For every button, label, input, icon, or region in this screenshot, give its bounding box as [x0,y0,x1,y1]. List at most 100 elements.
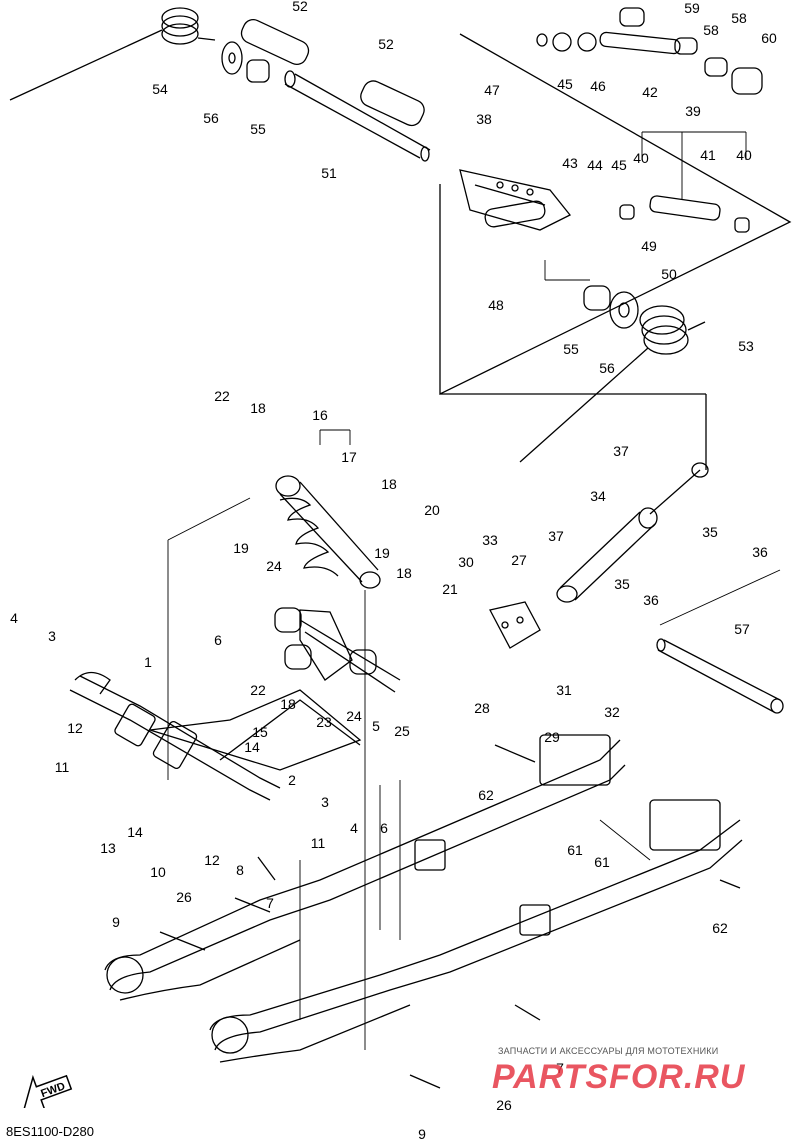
part-label-26b: 26 [496,1097,512,1113]
part-label-34: 34 [590,488,606,504]
part-label-22: 22 [214,388,230,404]
part-label-38: 38 [476,111,492,127]
part-label-61: 61 [567,842,583,858]
bolts [159,744,741,1089]
part-label-53: 53 [738,338,754,354]
part-label-43: 43 [562,155,578,171]
part-label-62b: 62 [712,920,728,936]
part-label-41: 41 [700,147,716,163]
part-label-3b: 3 [321,794,329,810]
part-label-51: 51 [321,165,337,181]
part-label-19b: 19 [374,545,390,561]
part-label-47: 47 [484,82,500,98]
part-label-17: 17 [341,449,357,465]
part-label-27: 27 [511,552,527,568]
part-label-14b: 14 [127,824,143,840]
part-label-58b: 58 [731,10,747,26]
part-label-15: 15 [252,724,268,740]
part-label-18d: 18 [280,696,296,712]
part-label-29: 29 [544,729,560,745]
part-label-35: 35 [702,524,718,540]
part-label-9b: 9 [418,1126,426,1139]
part-label-10: 10 [150,864,166,880]
part-label-50: 50 [661,266,677,282]
part-label-42: 42 [642,84,658,100]
part-label-22b: 22 [250,682,266,698]
part-label-55: 55 [250,121,266,137]
watermark-subtitle: ЗАПЧАСТИ И АКСЕССУАРЫ ДЛЯ МОТОТЕХНИКИ [498,1046,719,1056]
part-label-39: 39 [685,103,701,119]
part-label-36b: 36 [643,592,659,608]
part-label-7: 7 [266,895,274,911]
part-label-62: 62 [478,787,494,803]
part-label-37: 37 [613,443,629,459]
part-label-31: 31 [556,682,572,698]
part-label-26: 26 [176,889,192,905]
part-label-3: 3 [48,628,56,644]
part-label-6: 6 [214,632,222,648]
part-label-16: 16 [312,407,328,423]
part-label-6b: 6 [380,820,388,836]
part-label-56: 56 [203,110,219,126]
diagram-code: 8ES1100-D280 [6,1124,94,1139]
part-label-30: 30 [458,554,474,570]
part-label-9: 9 [112,914,120,930]
part-label-37b: 37 [548,528,564,544]
part-label-5: 5 [372,718,380,734]
part-label-2: 2 [288,772,296,788]
part-label-12b: 12 [204,852,220,868]
part-label-52: 52 [292,0,308,14]
part-label-11: 11 [54,759,70,775]
part-label-13: 13 [100,840,116,856]
part-label-11b: 11 [310,835,326,851]
part-label-61b: 61 [594,854,610,870]
part-label-57: 57 [734,621,750,637]
part-label-20: 20 [424,502,440,518]
part-label-48: 48 [488,297,504,313]
rod-57 [656,638,784,714]
part-label-14: 14 [244,739,260,755]
fwd-arrow-icon: FWD [22,1074,73,1108]
part-label-44: 44 [587,157,603,173]
part-label-23: 23 [316,714,332,730]
part-label-18c: 18 [396,565,412,581]
part-label-59: 59 [684,0,700,16]
part-label-55b: 55 [563,341,579,357]
part-label-1: 1 [144,654,152,670]
part-label-19: 19 [233,540,249,556]
part-label-33: 33 [482,532,498,548]
bracket-38 [459,169,572,231]
bracket-27 [489,601,541,649]
damper-34 [556,462,709,603]
part-label-52b: 52 [378,36,394,52]
part-label-58: 58 [703,22,719,38]
torsion-spring-left [9,7,216,101]
part-label-35b: 35 [614,576,630,592]
part-label-40b: 40 [736,147,752,163]
part-label-45: 45 [557,76,573,92]
guide-lines [167,131,781,1050]
part-label-7b: 7 [556,1060,564,1076]
part-label-8: 8 [236,862,244,878]
part-label-56b: 56 [599,360,615,376]
washer-56-top [221,41,243,75]
part-label-40: 40 [633,150,649,166]
watermark-logo: PARTSFOR.RU [492,1058,746,1096]
fwd-label: FWD [39,1080,67,1100]
part-label-45b: 45 [611,157,627,173]
part-label-46: 46 [590,78,606,94]
part-label-32: 32 [604,704,620,720]
front-arm-1 [69,671,362,801]
part-label-4b: 4 [350,820,358,836]
shock-absorber-16 [275,475,381,589]
part-label-21: 21 [442,581,458,597]
part-label-36: 36 [752,544,768,560]
part-label-24b: 24 [346,708,362,724]
rear-bracket-23 [274,607,401,693]
part-label-54: 54 [152,81,168,97]
part-label-12: 12 [67,720,83,736]
slide-rail-right [209,799,743,1063]
part-label-25: 25 [394,723,410,739]
part-label-60: 60 [761,30,777,46]
